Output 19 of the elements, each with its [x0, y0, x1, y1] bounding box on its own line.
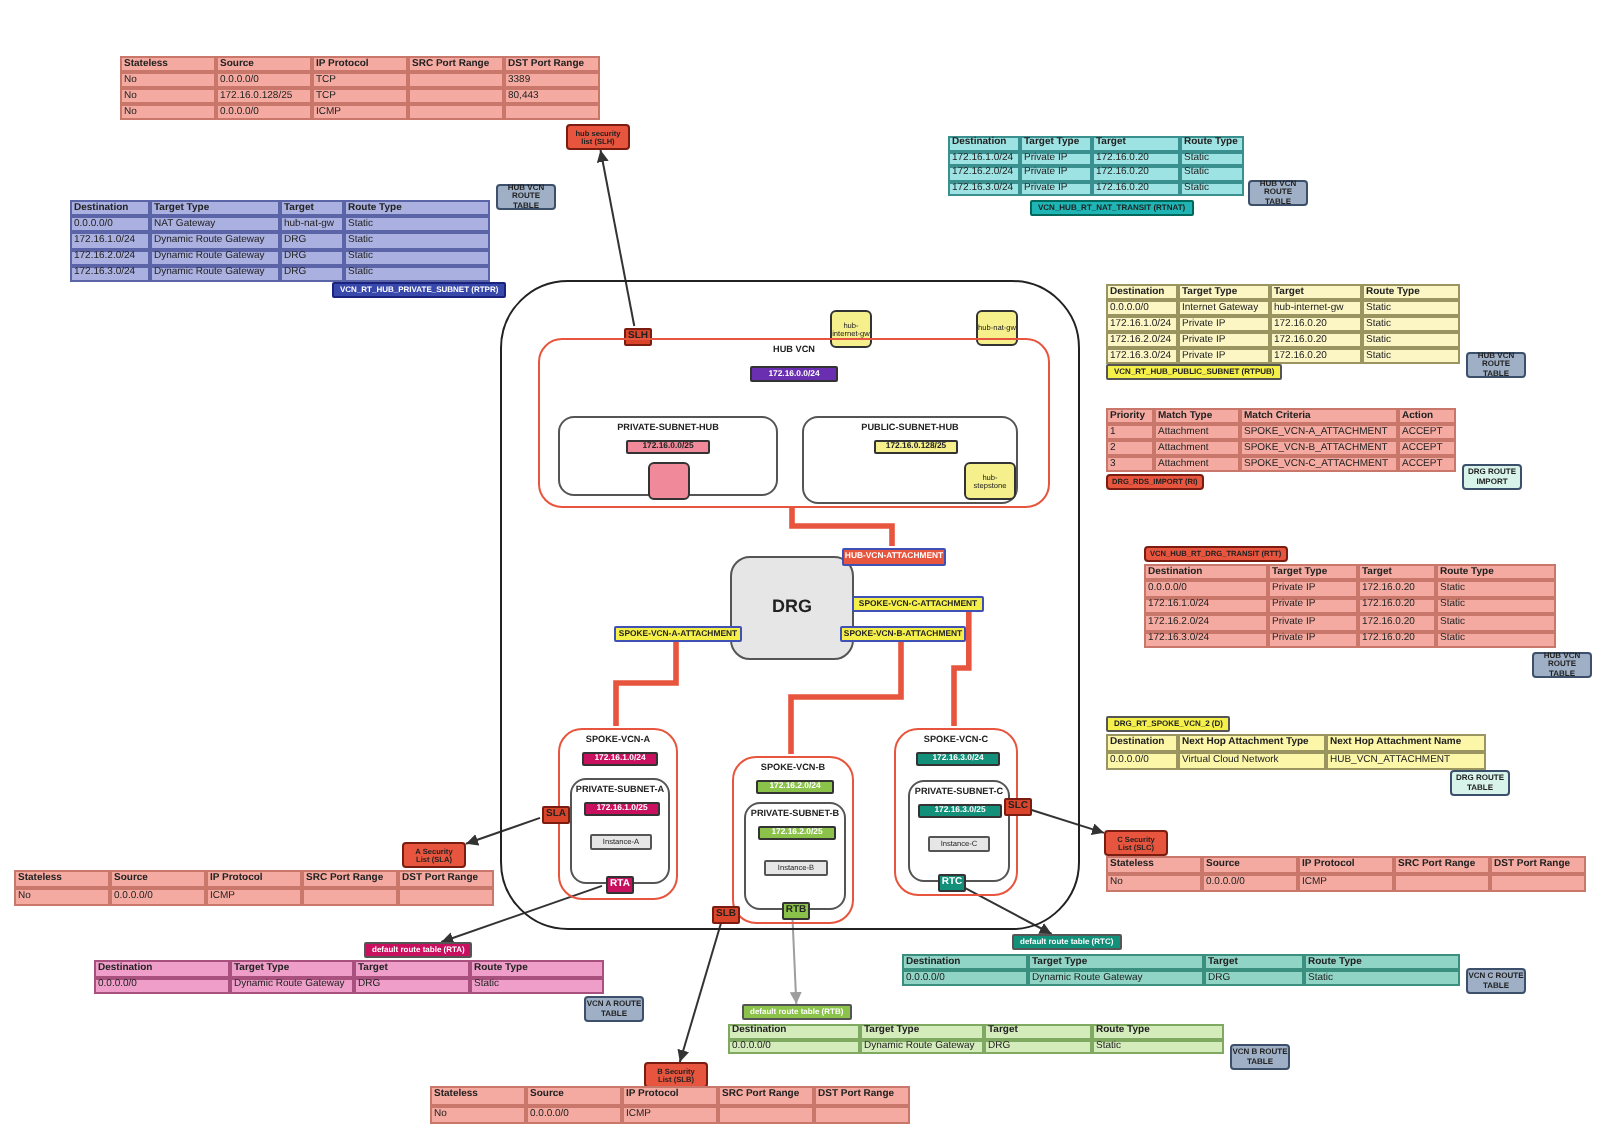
- arrow: [465, 816, 541, 846]
- connection-line: [788, 640, 904, 754]
- connection-line: [613, 640, 679, 726]
- subnet-container: [558, 416, 778, 496]
- cloud-boundary: [500, 280, 1080, 930]
- arrow: [789, 915, 802, 1005]
- appliance-box: [648, 462, 690, 500]
- arrow: [961, 885, 1053, 935]
- subnet-container: [570, 778, 670, 884]
- connection-line: [951, 610, 972, 726]
- arrow: [440, 884, 603, 944]
- arrow: [677, 921, 723, 1063]
- vcn-container: [538, 338, 1050, 508]
- arrow: [1029, 808, 1105, 835]
- subnet-container: [802, 416, 1018, 504]
- connection-line: [789, 506, 895, 546]
- vcn-container: [732, 756, 854, 924]
- subnet-container: [744, 802, 846, 910]
- arrow: [596, 149, 636, 327]
